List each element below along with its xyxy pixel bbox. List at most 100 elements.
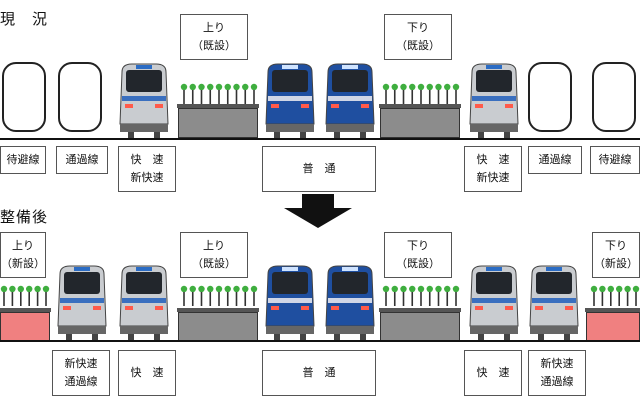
train-front-icon bbox=[469, 265, 519, 340]
label-line: （既設） bbox=[396, 257, 440, 270]
passenger-icon bbox=[198, 83, 205, 104]
train-front-icon bbox=[57, 265, 107, 340]
label-line: （既設） bbox=[192, 257, 236, 270]
passenger-icon bbox=[34, 285, 41, 306]
rapid-label-left: 快 速 bbox=[118, 350, 176, 396]
passenger-icon bbox=[215, 83, 223, 104]
tsuka-line-label-right: 通過線 bbox=[528, 146, 582, 174]
up-platform-existing-label: 上り （既設） bbox=[180, 232, 248, 278]
passenger-icon bbox=[391, 285, 398, 306]
passenger-group-icon bbox=[382, 83, 460, 104]
rapid-label-right: 快 速 新快速 bbox=[464, 146, 522, 192]
passenger-icon bbox=[624, 285, 631, 306]
passenger-icon bbox=[382, 285, 390, 306]
current-heading: 現 況 bbox=[0, 10, 49, 28]
passenger-icon bbox=[189, 285, 196, 306]
passenger-icon bbox=[242, 83, 249, 104]
passenger-group-icon bbox=[590, 285, 640, 306]
passenger-icon bbox=[224, 83, 231, 104]
passenger-icon bbox=[382, 83, 390, 104]
up-platform-new bbox=[0, 308, 51, 342]
train-front-icon bbox=[119, 63, 169, 138]
passenger-icon bbox=[17, 285, 24, 306]
after-heading: 整備後 bbox=[0, 208, 49, 226]
passenger-icon bbox=[400, 285, 407, 306]
label-line: （既設） bbox=[192, 39, 236, 52]
passenger-group-icon bbox=[0, 285, 50, 306]
train-front-icon bbox=[119, 265, 169, 340]
passenger-group-icon bbox=[180, 285, 258, 306]
track-rail bbox=[0, 138, 640, 140]
label-line: 新快速 bbox=[130, 171, 164, 184]
passenger-icon bbox=[409, 285, 416, 306]
up-platform-existing-label: 上り （既設） bbox=[180, 14, 248, 60]
track-rail bbox=[0, 340, 640, 342]
passenger-icon bbox=[417, 285, 425, 306]
passenger-icon bbox=[180, 285, 188, 306]
label-line: 快 速 bbox=[476, 153, 510, 167]
up-platform-new-label: 上り （新設） bbox=[0, 232, 46, 278]
passenger-icon bbox=[233, 83, 240, 104]
passenger-icon bbox=[242, 285, 249, 306]
passenger-icon bbox=[42, 285, 50, 306]
down-platform-new-label: 下り （新設） bbox=[592, 232, 640, 278]
passenger-group-icon bbox=[180, 83, 258, 104]
taihi-line-label-left: 待避線 bbox=[0, 146, 46, 174]
train-front-icon bbox=[325, 265, 375, 340]
passenger-icon bbox=[215, 285, 223, 306]
track-loop-icon bbox=[58, 62, 102, 132]
down-platform-existing bbox=[379, 308, 461, 342]
label-line: （新設） bbox=[1, 257, 45, 270]
down-platform-existing-label: 下り （既設） bbox=[384, 14, 452, 60]
passenger-icon bbox=[400, 83, 407, 104]
label-line: （既設） bbox=[396, 39, 440, 52]
passenger-icon bbox=[189, 83, 196, 104]
rapid-label-left: 快 速 新快速 bbox=[118, 146, 176, 192]
passenger-icon bbox=[9, 285, 16, 306]
passenger-icon bbox=[426, 285, 433, 306]
passenger-icon bbox=[452, 285, 460, 306]
tsuka-line-label-left: 通過線 bbox=[56, 146, 108, 174]
taihi-line-label-right: 待避線 bbox=[590, 146, 640, 174]
passenger-icon bbox=[207, 83, 214, 104]
train-front-icon bbox=[325, 63, 375, 138]
label-line: 快 速 bbox=[130, 153, 164, 167]
passenger-icon bbox=[599, 285, 606, 306]
down-arrow-icon bbox=[284, 194, 352, 228]
local-label: 普 通 bbox=[262, 146, 376, 192]
label-line: 下り bbox=[407, 239, 429, 253]
passenger-icon bbox=[198, 285, 205, 306]
train-front-icon bbox=[265, 265, 315, 340]
up-platform-existing bbox=[177, 308, 259, 342]
track-loop-icon bbox=[592, 62, 636, 132]
passenger-icon bbox=[250, 285, 258, 306]
down-platform-existing-label: 下り （既設） bbox=[384, 232, 452, 278]
rapid-label-right: 快 速 bbox=[464, 350, 522, 396]
label-line: 上り bbox=[12, 239, 34, 253]
label-line: 下り bbox=[605, 239, 627, 253]
passenger-icon bbox=[607, 285, 614, 306]
passenger-icon bbox=[224, 285, 231, 306]
label-line: 新快速 bbox=[476, 171, 510, 184]
passenger-group-icon bbox=[382, 285, 460, 306]
train-front-icon bbox=[469, 63, 519, 138]
label-line: 上り bbox=[203, 239, 225, 253]
label-line: 上り bbox=[203, 21, 225, 35]
passenger-icon bbox=[435, 83, 442, 104]
passenger-icon bbox=[26, 285, 33, 306]
passenger-icon bbox=[409, 83, 416, 104]
new-rapid-pass-line-label-right: 新快速 通過線 bbox=[528, 350, 586, 396]
passenger-icon bbox=[590, 285, 598, 306]
passenger-icon bbox=[632, 285, 640, 306]
passenger-icon bbox=[616, 285, 623, 306]
local-label: 普 通 bbox=[262, 350, 376, 396]
down-platform-existing bbox=[379, 104, 461, 138]
down-platform-new bbox=[585, 308, 640, 342]
passenger-icon bbox=[444, 285, 451, 306]
label-line: 新快速 bbox=[540, 357, 574, 371]
passenger-icon bbox=[452, 83, 460, 104]
label-line: 通過線 bbox=[540, 375, 574, 388]
passenger-icon bbox=[435, 285, 442, 306]
label-line: （新設） bbox=[594, 257, 638, 270]
passenger-icon bbox=[207, 285, 214, 306]
